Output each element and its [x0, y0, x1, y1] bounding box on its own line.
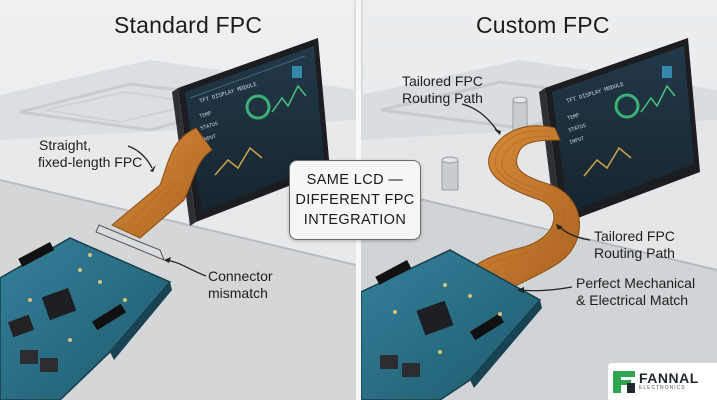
- pcb-board-left: [0, 237, 172, 400]
- arrow-fpc-label: [127, 145, 153, 169]
- fannal-logo: FANNAL ELECTRONICS: [608, 363, 717, 400]
- connector-mismatch-line1: Connector: [208, 268, 273, 284]
- screen-temp-left: TEMP: [199, 111, 212, 120]
- perfect-match-label: Perfect Mechanical & Electrical Match: [576, 275, 695, 309]
- top-routing-label: Tailored FPC Routing Path: [402, 73, 483, 107]
- standoffs: [441, 96, 528, 191]
- connector-mismatch-label: Connector mismatch: [208, 268, 273, 302]
- callout-line1: SAME LCD —: [306, 172, 404, 188]
- standard-fpc-heading: Standard FPC: [114, 12, 263, 38]
- top-routing-line1: Tailored FPC: [402, 73, 483, 89]
- callout-line2: DIFFERENT FPC: [295, 192, 415, 208]
- screen-input-right: INPUT: [569, 136, 585, 146]
- same-lcd-callout: SAME LCD — DIFFERENT FPC INTEGRATION: [289, 160, 421, 240]
- screen-status-right: STATUS: [568, 123, 587, 134]
- perfect-match-line1: Perfect Mechanical: [576, 275, 696, 291]
- screen-status-left: STATUS: [200, 121, 219, 132]
- custom-fpc-scene: TFT DISPLAY MODULE TEMP STATUS INPUT: [361, 38, 717, 400]
- straight-fpc-label: Straight, fixed-length FPC: [38, 137, 142, 171]
- lcd-module-right: TFT DISPLAY MODULE TEMP STATUS INPUT: [539, 38, 700, 228]
- callout-line3: INTEGRATION: [303, 212, 407, 228]
- mid-routing-label: Tailored FPC Routing Path: [594, 228, 675, 262]
- custom-fpc-heading: Custom FPC: [476, 12, 610, 38]
- screen-temp-right: TEMP: [567, 113, 580, 122]
- pcb-board-right: [361, 249, 542, 400]
- connector-mismatch-line2: mismatch: [208, 285, 268, 301]
- perfect-match-line2: & Electrical Match: [576, 292, 689, 308]
- top-routing-line2: Routing Path: [402, 90, 483, 106]
- arrow-match-label: [519, 286, 573, 292]
- logo-subtitle: ELECTRONICS: [639, 385, 686, 391]
- logo-name: FANNAL: [639, 370, 699, 386]
- straight-fpc-label-line1: Straight,: [39, 137, 92, 153]
- arrow-top-routing-label: [461, 103, 499, 133]
- straight-fpc-label-line2: fixed-length FPC: [38, 154, 143, 170]
- screen-input-left: INPUT: [201, 134, 217, 144]
- straight-fpc: [111, 127, 213, 239]
- mid-routing-line2: Routing Path: [594, 245, 675, 261]
- fannal-logo-icon: [613, 370, 635, 393]
- standard-fpc-scene: TFT DISPLAY MODULE TEMP STATUS INPUT: [0, 38, 356, 400]
- mid-routing-line1: Tailored FPC: [594, 228, 675, 244]
